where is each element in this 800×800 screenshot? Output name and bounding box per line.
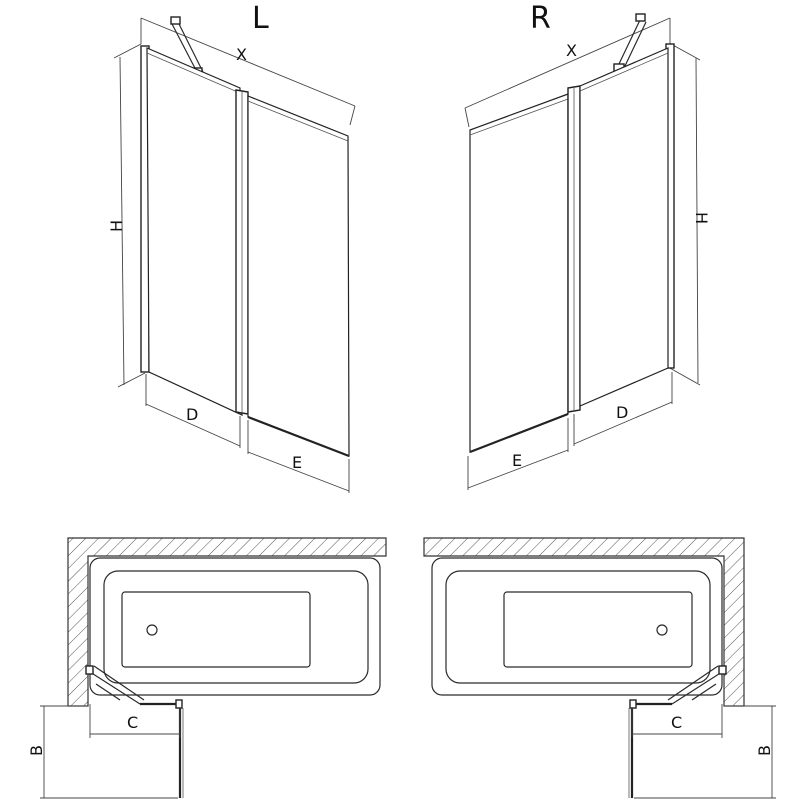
left-plan-view: C B: [27, 537, 387, 799]
left-height-dimension: H: [107, 43, 146, 388]
right-door-panel-dimension: E: [467, 418, 569, 490]
right-height-label: H: [692, 212, 711, 224]
right-fixed-panel: [579, 47, 669, 407]
right-height-dimension: H: [667, 43, 711, 386]
right-bathtub-inner: [445, 570, 711, 684]
right-door-panel-label: E: [512, 451, 522, 470]
left-door-panel: [247, 95, 350, 457]
right-view-title: R: [530, 1, 551, 36]
right-plan-view: C B: [423, 537, 776, 799]
right-plan-arm: [667, 665, 727, 705]
left-arm-dimension: C: [89, 704, 181, 738]
right-drain-icon: [656, 624, 668, 636]
right-bathtub-basin: [503, 591, 693, 668]
left-height-label: H: [107, 220, 126, 232]
right-width-label: X: [566, 41, 577, 60]
right-arm-label: C: [671, 713, 682, 732]
left-plan-screen: [140, 699, 184, 798]
left-view-title: L: [252, 1, 269, 36]
right-depth-dimension: B: [634, 705, 776, 799]
left-depth-dimension: B: [27, 705, 178, 799]
left-bathtub-inner: [103, 570, 369, 684]
left-fixed-panel-label: D: [186, 405, 198, 424]
left-depth-label: B: [27, 745, 46, 756]
left-door-panel-label: E: [292, 453, 302, 472]
left-elevation-view: L H X: [107, 1, 356, 493]
left-fixed-panel-dimension: D: [145, 374, 241, 448]
right-fixed-panel-label: D: [616, 403, 628, 422]
left-drain-icon: [146, 624, 158, 636]
left-fixed-panel: [146, 47, 243, 416]
right-elevation-view: R X H: [464, 1, 711, 490]
left-bathtub-basin: [121, 591, 311, 668]
left-plan-arm: [85, 665, 145, 705]
right-fixed-panel-dimension: D: [573, 372, 673, 446]
right-arm-dimension: C: [631, 704, 723, 738]
left-arm-label: C: [127, 713, 138, 732]
right-door-panel: [469, 93, 569, 453]
left-width-label: X: [236, 45, 247, 64]
right-depth-label: B: [755, 745, 774, 756]
right-width-dimension: X: [464, 17, 671, 128]
left-bathtub-rim: [89, 557, 381, 696]
left-door-panel-dimension: E: [247, 420, 350, 493]
right-plan-screen: [628, 699, 672, 798]
right-bathtub-rim: [431, 557, 723, 696]
